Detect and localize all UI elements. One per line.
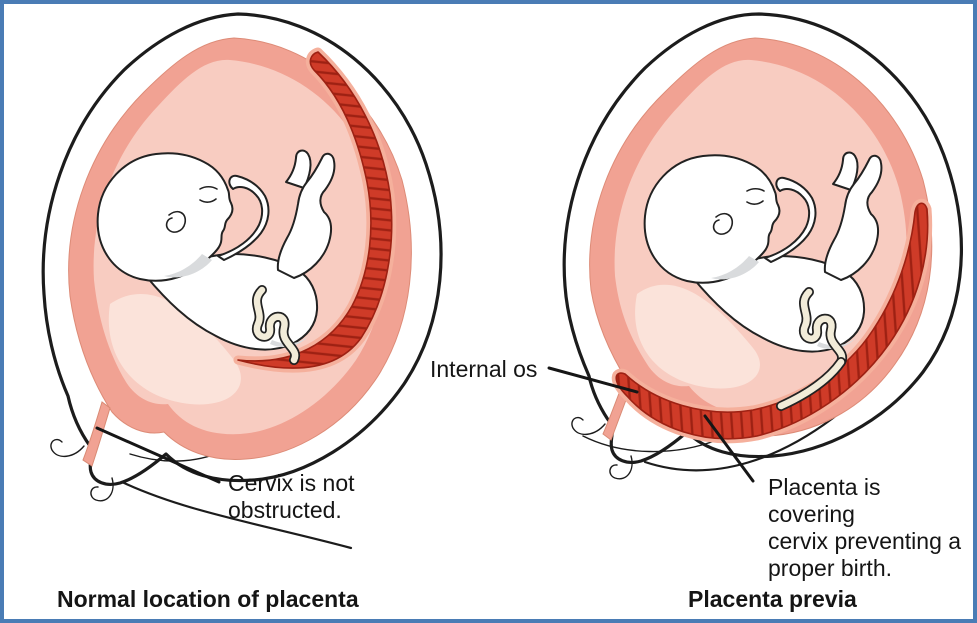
cervix-curl-bottom bbox=[609, 455, 633, 480]
cervix-curl-bottom bbox=[90, 477, 114, 502]
placenta-right-wall bbox=[233, 47, 397, 373]
annotation-internal-os: Internal os bbox=[430, 356, 538, 382]
cavity-highlight bbox=[108, 294, 241, 405]
umbilical-cord-extension bbox=[777, 358, 845, 410]
annotation-cervix-not-obstructed: Cervix is not obstructed. bbox=[228, 470, 355, 523]
uterus-diagram-normal bbox=[41, 12, 443, 550]
leader-line-placenta bbox=[703, 414, 755, 483]
cervix-curl-left bbox=[50, 438, 85, 457]
placenta-striations bbox=[238, 52, 392, 369]
annotation-placenta-covering: Placenta is covering cervix preventing a… bbox=[768, 474, 962, 581]
vaginal-contour-short bbox=[582, 435, 718, 453]
vaginal-contour-long bbox=[120, 480, 353, 550]
leader-line-internal-os bbox=[547, 366, 639, 394]
placenta-covering-cervix bbox=[611, 198, 933, 444]
placenta-striations bbox=[616, 203, 928, 439]
cervix-curl-left bbox=[571, 416, 606, 435]
caption-placenta-previa: Placenta previa bbox=[688, 586, 857, 612]
uterus-diagram-previa bbox=[547, 12, 963, 483]
cervical-canal-open bbox=[82, 401, 111, 467]
cavity-highlight bbox=[635, 284, 760, 389]
cervical-canal-obstructed bbox=[602, 387, 630, 441]
leader-line-cervix bbox=[95, 426, 221, 484]
caption-normal-location: Normal location of placenta bbox=[57, 586, 359, 612]
